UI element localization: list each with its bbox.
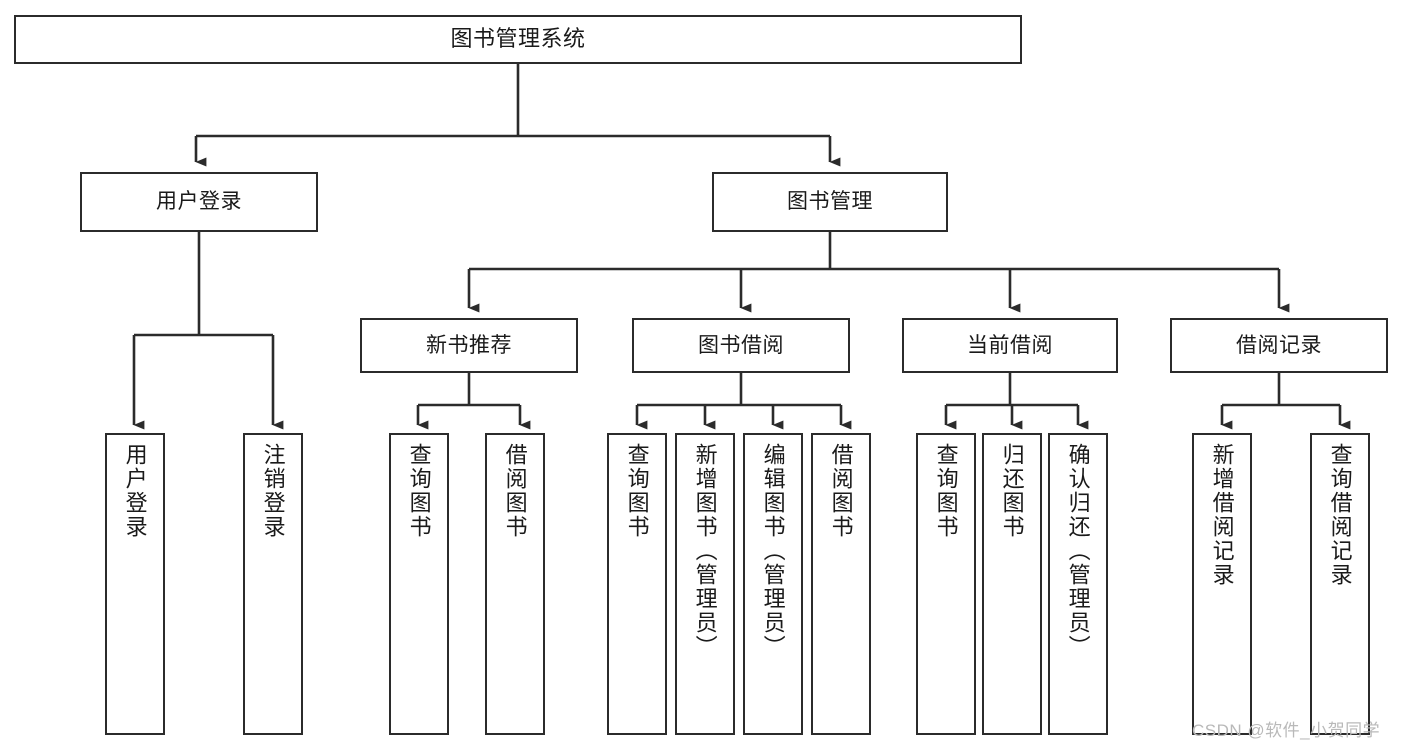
node-book-borrow-child-3-label: 编辑图书（管理员）: [760, 443, 786, 659]
node-book-borrow-child-2-label: 新增图书（管理员）: [692, 443, 718, 659]
node-book-borrow-child-1[interactable]: 查询图书: [607, 433, 667, 735]
node-current-borrow-child-2-label: 归还图书: [999, 443, 1025, 539]
node-new-book-rec-child-2-label: 借阅图书: [502, 443, 528, 539]
node-book-borrow-child-4[interactable]: 借阅图书: [811, 433, 871, 735]
node-root-label: 图书管理系统: [450, 26, 586, 52]
node-book-manage[interactable]: 图书管理: [712, 172, 948, 232]
node-new-book-rec[interactable]: 新书推荐: [360, 318, 578, 373]
node-user-login-child-1[interactable]: 用户登录: [105, 433, 165, 735]
node-current-borrow-child-1-label: 查询图书: [933, 443, 959, 539]
node-book-borrow-child-4-label: 借阅图书: [828, 443, 854, 539]
node-user-login-child-2-label: 注销登录: [260, 443, 286, 539]
node-current-borrow-child-2[interactable]: 归还图书: [982, 433, 1042, 735]
node-borrow-record-child-2-label: 查询借阅记录: [1327, 443, 1353, 587]
node-current-borrow-label: 当前借阅: [967, 333, 1053, 357]
node-new-book-rec-label: 新书推荐: [426, 333, 512, 357]
node-current-borrow-child-3[interactable]: 确认归还（管理员）: [1048, 433, 1108, 735]
node-book-borrow-child-3[interactable]: 编辑图书（管理员）: [743, 433, 803, 735]
node-current-borrow[interactable]: 当前借阅: [902, 318, 1118, 373]
node-borrow-record-child-1-label: 新增借阅记录: [1209, 443, 1235, 587]
node-new-book-rec-child-2[interactable]: 借阅图书: [485, 433, 545, 735]
node-user-login-child-2[interactable]: 注销登录: [243, 433, 303, 735]
node-user-login[interactable]: 用户登录: [80, 172, 318, 232]
node-borrow-record-child-1[interactable]: 新增借阅记录: [1192, 433, 1252, 735]
node-book-borrow[interactable]: 图书借阅: [632, 318, 850, 373]
node-new-book-rec-child-1-label: 查询图书: [406, 443, 432, 539]
node-root[interactable]: 图书管理系统: [14, 15, 1022, 64]
node-borrow-record-label: 借阅记录: [1236, 333, 1322, 357]
node-book-borrow-label: 图书借阅: [698, 333, 784, 357]
node-current-borrow-child-1[interactable]: 查询图书: [916, 433, 976, 735]
node-borrow-record[interactable]: 借阅记录: [1170, 318, 1388, 373]
csdn-watermark: CSDN @软件_小贺同学: [1192, 721, 1381, 740]
node-book-borrow-child-2[interactable]: 新增图书（管理员）: [675, 433, 735, 735]
node-book-manage-label: 图书管理: [787, 190, 873, 214]
node-new-book-rec-child-1[interactable]: 查询图书: [389, 433, 449, 735]
node-borrow-record-child-2[interactable]: 查询借阅记录: [1310, 433, 1370, 735]
node-book-borrow-child-1-label: 查询图书: [624, 443, 650, 539]
node-user-login-child-1-label: 用户登录: [122, 443, 148, 539]
node-user-login-label: 用户登录: [156, 190, 242, 214]
node-current-borrow-child-3-label: 确认归还（管理员）: [1065, 443, 1091, 659]
